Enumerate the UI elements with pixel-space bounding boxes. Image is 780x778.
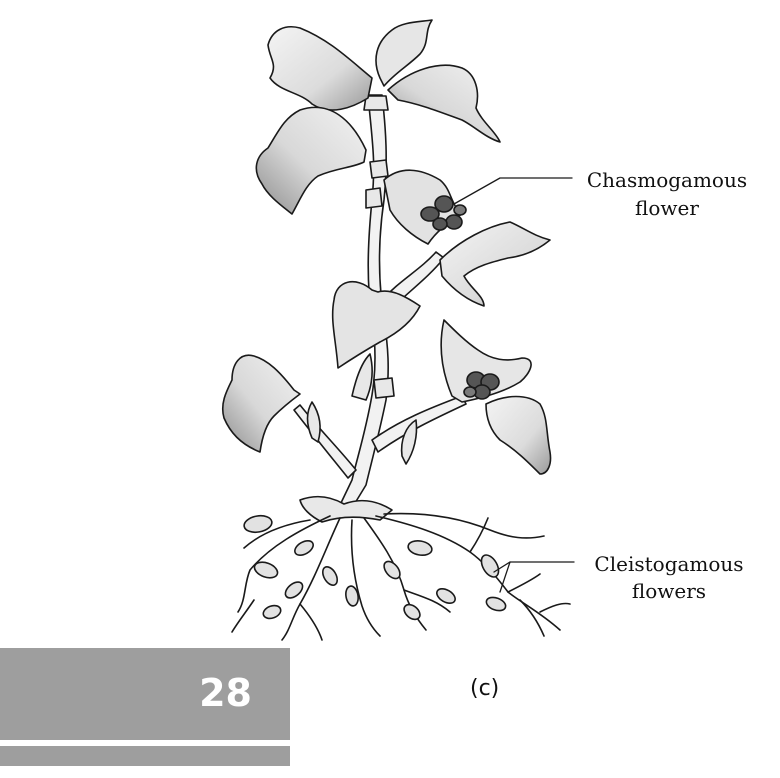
leader-line-chasmogamous <box>453 177 573 205</box>
cleistogamous-flowers <box>243 514 507 621</box>
leaf-small <box>351 353 373 401</box>
page-band-stripe <box>0 746 290 766</box>
plant-crown <box>299 495 393 523</box>
stem-node <box>363 95 389 111</box>
stem-node <box>369 159 389 179</box>
branch-lower-right <box>371 395 467 453</box>
leaf-right-pointed <box>439 221 551 307</box>
leaf-lower-right-upper <box>440 319 532 403</box>
leaf-top-left <box>267 26 373 111</box>
page-number: 28 <box>199 671 252 715</box>
page-number-band: 28 <box>0 648 290 740</box>
leaf-middle-left <box>331 280 421 369</box>
leaf-lower-right <box>485 395 552 475</box>
branch-lower-left <box>293 404 357 479</box>
leaf-top-right <box>387 64 501 143</box>
leaf-small <box>400 419 418 465</box>
leader-line-cleistogamous-1 <box>493 561 575 573</box>
leader-line-cleistogamous-2 <box>499 561 511 593</box>
label-cleistogamous-line2: flowers <box>631 579 707 603</box>
label-chasmogamous-line1: Chasmogamous <box>586 168 748 192</box>
leaf-lower-left <box>221 354 301 453</box>
label-cleistogamous-line1: Cleistogamous <box>594 552 744 576</box>
underground-roots <box>231 512 571 641</box>
panel-label: (c) <box>470 676 500 701</box>
leaf-top <box>375 19 433 87</box>
label-chasmogamous-line2: flower <box>635 196 699 220</box>
stem-node <box>365 187 383 209</box>
open-flower-lower <box>463 371 500 400</box>
stem-node <box>373 377 395 399</box>
chasmogamous-flower <box>420 195 467 231</box>
leaf-small <box>306 401 321 443</box>
leaf-upper-left <box>255 106 367 215</box>
